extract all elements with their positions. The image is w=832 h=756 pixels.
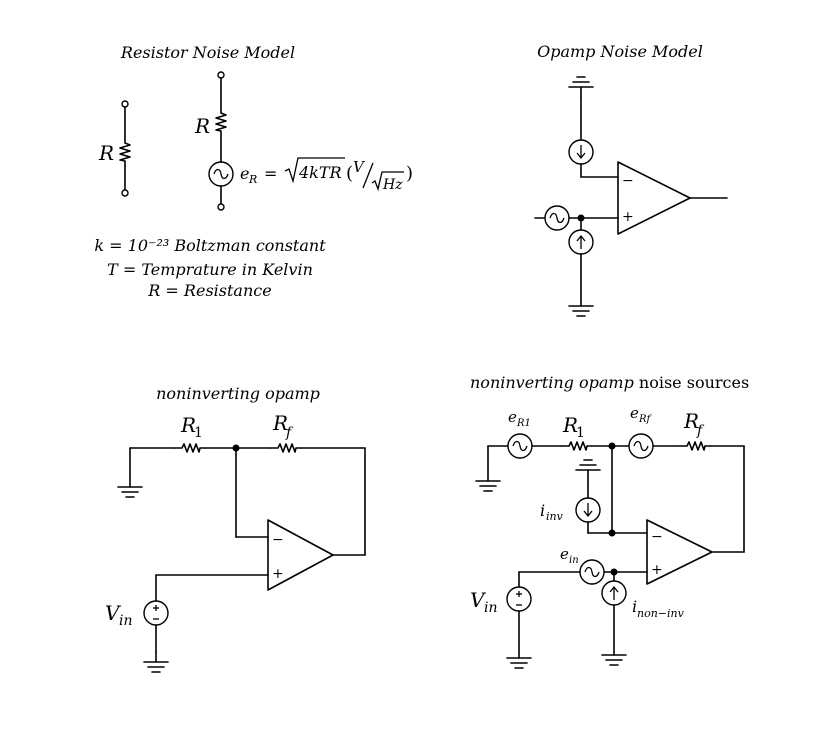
- legend-t: T = Temprature in Kelvin: [107, 260, 313, 279]
- eq-sqrt-arg: 4kTR: [298, 163, 342, 182]
- ein-subscript: in: [569, 555, 579, 566]
- vin-label: V: [470, 588, 487, 612]
- erf-noise-source-icon: [628, 433, 654, 459]
- r1-label: R: [562, 413, 578, 437]
- input-voltage-source-icon: [506, 586, 532, 612]
- eq-unit-v: V: [353, 158, 366, 176]
- resistor-symbol: [119, 100, 131, 197]
- noninverting-opamp-panel: noninverting opamp R 1 R f − + V in: [105, 384, 366, 673]
- sqrt-sign: [284, 157, 345, 184]
- vin-label: V: [105, 601, 122, 625]
- iinv-label: i: [540, 501, 545, 520]
- ground-icon-left: [475, 470, 501, 492]
- vin-subscript: in: [119, 613, 133, 629]
- opamp-plus: +: [622, 209, 634, 225]
- eq-close-paren: ): [406, 163, 413, 184]
- ground-icon-top: [568, 76, 594, 98]
- resistor-rf: [270, 443, 302, 453]
- ground-icon-inoninv: [601, 644, 627, 666]
- rf-subscript: f: [285, 425, 294, 441]
- resistor-model-title: Resistor Noise Model: [120, 43, 295, 62]
- opamp-minus: −: [272, 532, 284, 548]
- er-subscript: R: [248, 173, 257, 186]
- inoninv-subscript: non−inv: [637, 607, 685, 620]
- noise-voltage-source-icon: [544, 205, 570, 231]
- ground-icon-left: [117, 476, 143, 498]
- erf-subscript: Rf: [638, 414, 653, 425]
- iinv-current-source-icon: [575, 497, 601, 523]
- noise-sources-title-italic: noninverting opamp: [470, 373, 634, 392]
- resistor-r1: [561, 441, 593, 451]
- ground-icon-bottom: [568, 295, 594, 317]
- noise-sources-panel: noninverting opamp noise sources e R1 R …: [470, 373, 749, 669]
- eq-open-paren: (: [346, 163, 353, 184]
- opamp-triangle: [267, 519, 334, 591]
- er1-label: e: [508, 408, 517, 426]
- noise-voltage-source-icon: [208, 161, 234, 187]
- current-source-up-icon: [568, 229, 594, 255]
- resistor-label-r: R: [98, 141, 114, 165]
- vin-subscript: in: [484, 600, 498, 616]
- inoninv-label: i: [632, 597, 637, 616]
- eq-fraction-slash: [362, 162, 374, 189]
- rf-subscript: f: [696, 423, 705, 439]
- rf-label: R: [683, 409, 699, 433]
- rf-label: R: [272, 411, 288, 435]
- er1-noise-source-icon: [507, 433, 533, 459]
- ground-icon-iinv: [575, 459, 601, 481]
- noninverting-title: noninverting opamp: [156, 384, 320, 403]
- opamp-minus: −: [651, 529, 663, 545]
- iinv-subscript: inv: [546, 510, 564, 523]
- opamp-model-title: Opamp Noise Model: [537, 42, 703, 61]
- resistor-r1: [174, 443, 206, 453]
- r1-subscript: 1: [576, 425, 585, 441]
- opamp-plus: +: [651, 562, 663, 578]
- ein-noise-source-icon: [579, 559, 605, 585]
- opamp-triangle: [617, 161, 691, 235]
- sqrt-sign-hz: [371, 171, 404, 192]
- opamp-minus: −: [622, 173, 634, 189]
- ground-icon-vin: [506, 647, 532, 669]
- opamp-plus: +: [272, 566, 284, 582]
- opamp-noise-model-panel: Opamp Noise Model − +: [534, 42, 728, 317]
- r1-label: R: [180, 413, 196, 437]
- legend-r: R = Resistance: [147, 281, 271, 300]
- noise-sources-title: noninverting opamp noise sources: [470, 373, 749, 392]
- current-source-down-icon: [568, 139, 594, 165]
- er-symbol: e: [240, 164, 249, 183]
- inoninv-current-source-icon: [601, 580, 627, 606]
- er1-subscript: R1: [516, 418, 531, 429]
- input-voltage-source-icon: [143, 600, 169, 626]
- resistor-rf: [679, 441, 711, 451]
- eq-equals: =: [264, 164, 277, 183]
- opamp-triangle: [646, 519, 713, 585]
- resistor-noise-model-panel: Resistor Noise Model R R e R = 4kTR (: [94, 43, 413, 300]
- r1-subscript: 1: [194, 425, 203, 441]
- ground-icon-vin: [143, 651, 169, 673]
- resistor-label-r2: R: [194, 114, 210, 138]
- resistor-with-noise-source: [208, 71, 234, 211]
- erf-label: e: [630, 404, 639, 422]
- eq-unit-hz: Hz: [382, 177, 403, 193]
- legend-k: k = 10⁻²³ Boltzman constant: [94, 236, 326, 255]
- ein-label: e: [560, 545, 569, 563]
- noise-sources-title-plain: noise sources: [634, 373, 749, 392]
